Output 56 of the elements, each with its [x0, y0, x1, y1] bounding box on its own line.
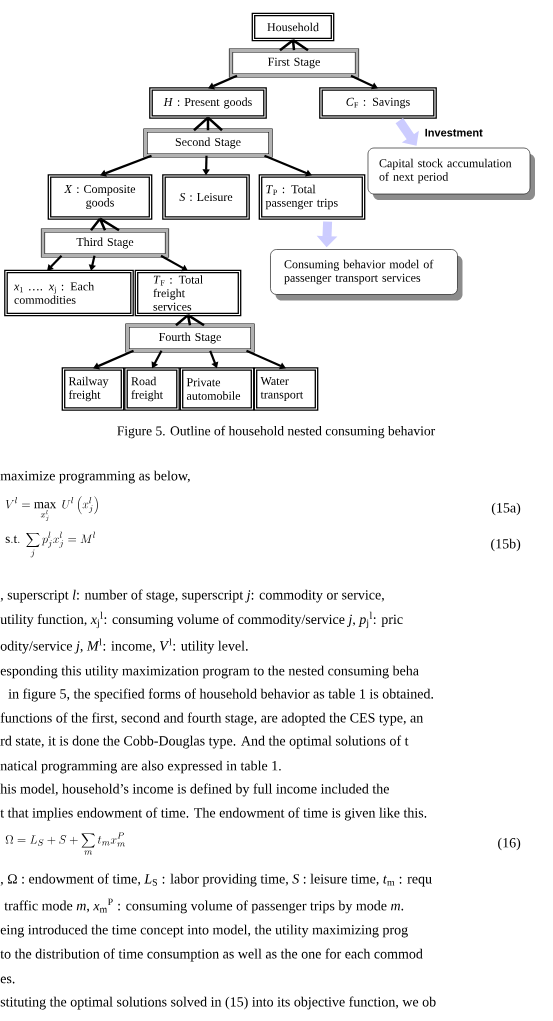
equation-number: (16) — [498, 837, 521, 851]
equation: $\mathrm{s.t.}\ \sum_{j} p_j^l x_j^l = M^l$ — [5, 531, 96, 558]
text-line: , superscript l: number of stage, superscriptj: commodity or service, — [0, 589, 384, 603]
connector-line — [192, 116, 224, 132]
text-line: esponding this utility maximization program to the nested consuming beha — [0, 665, 419, 679]
stage-box: First Stage — [228, 48, 360, 78]
callout-box: Consuming behavior model of passenger transport services — [270, 249, 463, 301]
arrow — [160, 254, 188, 272]
arrow — [264, 154, 312, 177]
label-box: H : Present goods — [149, 87, 267, 119]
text-line: natical programming are also expressed in table 1. — [0, 760, 281, 774]
arrow — [93, 349, 134, 370]
label-box: C$_{F}$ : Savings — [319, 87, 437, 119]
text-line: t that implies endowment of time. The endowment of time is given like this. — [0, 807, 427, 821]
equation-number: (15a) — [491, 502, 521, 516]
label-box: Railway freight — [61, 367, 125, 411]
arrow — [100, 154, 152, 177]
label-box: S : Leisure — [162, 174, 250, 220]
arrow — [47, 255, 63, 271]
arrow — [208, 74, 238, 90]
text-line: eing introduced the time concept into model, the utility maximizing prog — [0, 924, 408, 938]
text-line: his model, household’s income is defined by full income included the — [0, 783, 389, 797]
text-line: to the distribution of time consumption as well as the one for each commod — [0, 948, 423, 962]
text-line: stituting the optimal solutions solved in (15) into its objective function, we ob — [0, 996, 436, 1010]
block-arrow — [395, 118, 419, 146]
connector-line — [278, 38, 310, 52]
text-line: es. — [0, 976, 15, 984]
text-line: rd state, it is done the Cobb-Douglas type. And the optimal solutions of t — [0, 735, 409, 749]
stage-box: Second Stage — [143, 128, 273, 158]
label-box: Private automobile — [179, 367, 255, 411]
connector-line — [89, 217, 121, 232]
text-line: in figure 5, the specified forms of household behavior as table 1 is obtained. — [8, 688, 434, 702]
callout-box: Capital stock accumulation of next period — [367, 147, 535, 200]
text-line: utility function, x$_{j}$$^{l}$: consuming volume of commodity/service j, p$_{j}$$^{l}$: pric — [0, 611, 403, 629]
label-box: x$_{1}$ …. x$_{j}$ : Each commodities — [4, 269, 134, 317]
equation: $V^{l} = \max_{x_j^l}\; U^{l}\left(x_j^l\right)$ — [5, 496, 98, 521]
stage-box: Third Stage — [40, 228, 170, 258]
connector-line — [174, 313, 206, 327]
edge-label: Investment — [423, 127, 484, 138]
equation-number: (15b) — [491, 538, 521, 552]
text-line: odity/service j, M$^{l}$: income, V$^{l}$: utility level. — [0, 638, 248, 654]
arrow — [246, 349, 286, 370]
caption: Figure 5. Outline of household nested consuming behavior — [117, 425, 436, 439]
text-line: maximize programming as below, — [0, 470, 190, 484]
text-line: functions of the first, second and fourth stage, are adopted the CES type, an — [0, 712, 423, 726]
label-box: Household — [251, 12, 335, 42]
text-line: traffic mode m, x$_{m}$$^{P}$ : consuming volume of passenger trips by mode m. — [4, 898, 404, 914]
label-box: Water transport — [253, 367, 319, 411]
text-line: , Ω : endowment of time, L$_{S}$ : labor providing time, S : leisure time, t$_{m}$ : requ — [0, 873, 432, 887]
arrow — [350, 74, 378, 90]
label-box: X : Composite goods — [47, 174, 153, 220]
label-box: T$_{P}$ : Total passenger trips — [258, 174, 366, 220]
equation: $\Omega = L_S + S + \sum_{m} t_m x_m^P$ — [5, 832, 125, 855]
label-box: Road freight — [124, 367, 180, 411]
stage-box: Fourth Stage — [125, 323, 255, 353]
label-box: T$_{F}$ : Total freight services — [134, 269, 242, 317]
